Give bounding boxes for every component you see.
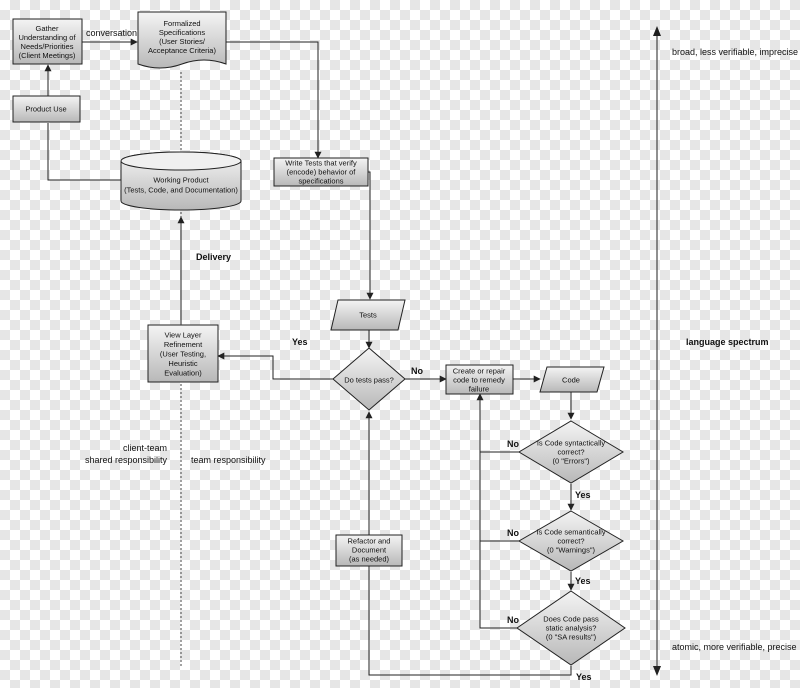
node-text-line: Gather bbox=[36, 24, 59, 33]
node-text-line: Code bbox=[562, 376, 580, 385]
node-do-tests-pass-text: Do tests pass? bbox=[344, 376, 394, 385]
node-text-line: Create or repair bbox=[453, 367, 506, 376]
label-team-responsibility: team responsibility bbox=[191, 455, 266, 465]
node-text-line: Needs/Priorities bbox=[21, 42, 74, 51]
node-text-line: Refactor and bbox=[348, 537, 391, 546]
node-text-line: Is Code semantically bbox=[536, 528, 605, 537]
node-code: Code bbox=[539, 366, 605, 393]
node-text-line: (0 "Errors") bbox=[553, 457, 590, 466]
edge-yes-to-view-layer bbox=[217, 352, 333, 380]
node-text-line: Do tests pass? bbox=[344, 376, 394, 385]
node-text-line: Acceptance Criteria) bbox=[148, 46, 216, 55]
node-tests: Tests bbox=[330, 299, 406, 331]
node-text-line: Understanding of bbox=[18, 33, 76, 42]
label-no-semantic: No bbox=[507, 528, 519, 538]
label-no-static: No bbox=[507, 615, 519, 625]
node-text-line: Document bbox=[352, 546, 387, 555]
node-text-line: Evaluation) bbox=[164, 369, 202, 378]
label-yes-semantic: Yes bbox=[575, 576, 591, 586]
label-delivery: Delivery bbox=[196, 252, 231, 262]
node-text-line: Formalized bbox=[163, 19, 200, 28]
edge-static-no-loop bbox=[479, 541, 519, 629]
label-no-syntactic: No bbox=[507, 439, 519, 449]
node-text-line: Working Product bbox=[153, 176, 209, 185]
node-tests-text: Tests bbox=[359, 311, 377, 320]
node-text-line: View Layer bbox=[165, 331, 202, 340]
node-text-line: (0 "Warnings") bbox=[547, 546, 595, 555]
edge-working-product-to-product-use bbox=[47, 123, 121, 181]
edge-formalized-to-write-tests bbox=[226, 41, 322, 159]
spectrum-bottom-label: atomic, more verifiable, precise bbox=[672, 642, 797, 652]
node-write-tests-text: Write Tests that verify(encode) behavior… bbox=[285, 159, 357, 186]
node-text-line: (Tests, Code, and Documentation) bbox=[124, 186, 238, 195]
node-working-product: Working Product(Tests, Code, and Documen… bbox=[120, 151, 242, 211]
node-product-use: Product Use bbox=[12, 95, 81, 123]
node-text-line: (User Testing, bbox=[160, 350, 206, 359]
node-text-line: Specifications bbox=[159, 28, 206, 37]
node-text-line: Is Code syntactically bbox=[537, 439, 606, 448]
node-text-line: code to remedy bbox=[453, 376, 505, 385]
node-product-use-text: Product Use bbox=[25, 105, 66, 114]
label-client-team: client-team bbox=[123, 443, 167, 453]
node-text-line: specifications bbox=[298, 177, 343, 186]
node-text-line: static analysis? bbox=[546, 624, 597, 633]
edge-write-tests-to-tests bbox=[366, 171, 374, 300]
node-text-line: Product Use bbox=[25, 105, 66, 114]
node-text-line: correct? bbox=[557, 448, 584, 457]
label-no-tests: No bbox=[411, 366, 423, 376]
node-text-line: failure bbox=[469, 385, 489, 394]
node-text-line: Write Tests that verify bbox=[285, 159, 357, 168]
node-code-text: Code bbox=[562, 376, 580, 385]
node-text-line: Does Code pass bbox=[543, 615, 599, 624]
spectrum-top-label: broad, less verifiable, imprecise bbox=[672, 47, 798, 57]
spectrum-arrow-top bbox=[653, 26, 661, 36]
node-text-line: correct? bbox=[557, 537, 584, 546]
label-yes-static: Yes bbox=[576, 672, 592, 682]
node-text-line: (as needed) bbox=[349, 555, 390, 564]
label-conversation: conversation bbox=[86, 28, 137, 38]
label-yes-view: Yes bbox=[292, 337, 308, 347]
node-text-line: Refinement bbox=[164, 340, 203, 349]
spectrum-middle-label: language spectrum bbox=[686, 337, 769, 347]
node-text-line: (encode) behavior of bbox=[287, 168, 357, 177]
node-text-line: (0 "SA results") bbox=[546, 633, 597, 642]
label-yes-syntactic: Yes bbox=[575, 490, 591, 500]
spectrum-arrow-bottom bbox=[653, 666, 661, 676]
label-shared-responsibility: shared responsibility bbox=[85, 455, 168, 465]
node-text-line: (User Stories/ bbox=[159, 37, 206, 46]
node-text-line: Heuristic bbox=[168, 359, 197, 368]
node-do-tests-pass: Do tests pass? bbox=[332, 347, 406, 411]
node-text-line: Tests bbox=[359, 311, 377, 320]
node-text-line: (Client Meetings) bbox=[19, 51, 76, 60]
node-working-product-text: Working Product(Tests, Code, and Documen… bbox=[124, 176, 238, 195]
node-write-tests: Write Tests that verify(encode) behavior… bbox=[273, 157, 369, 187]
